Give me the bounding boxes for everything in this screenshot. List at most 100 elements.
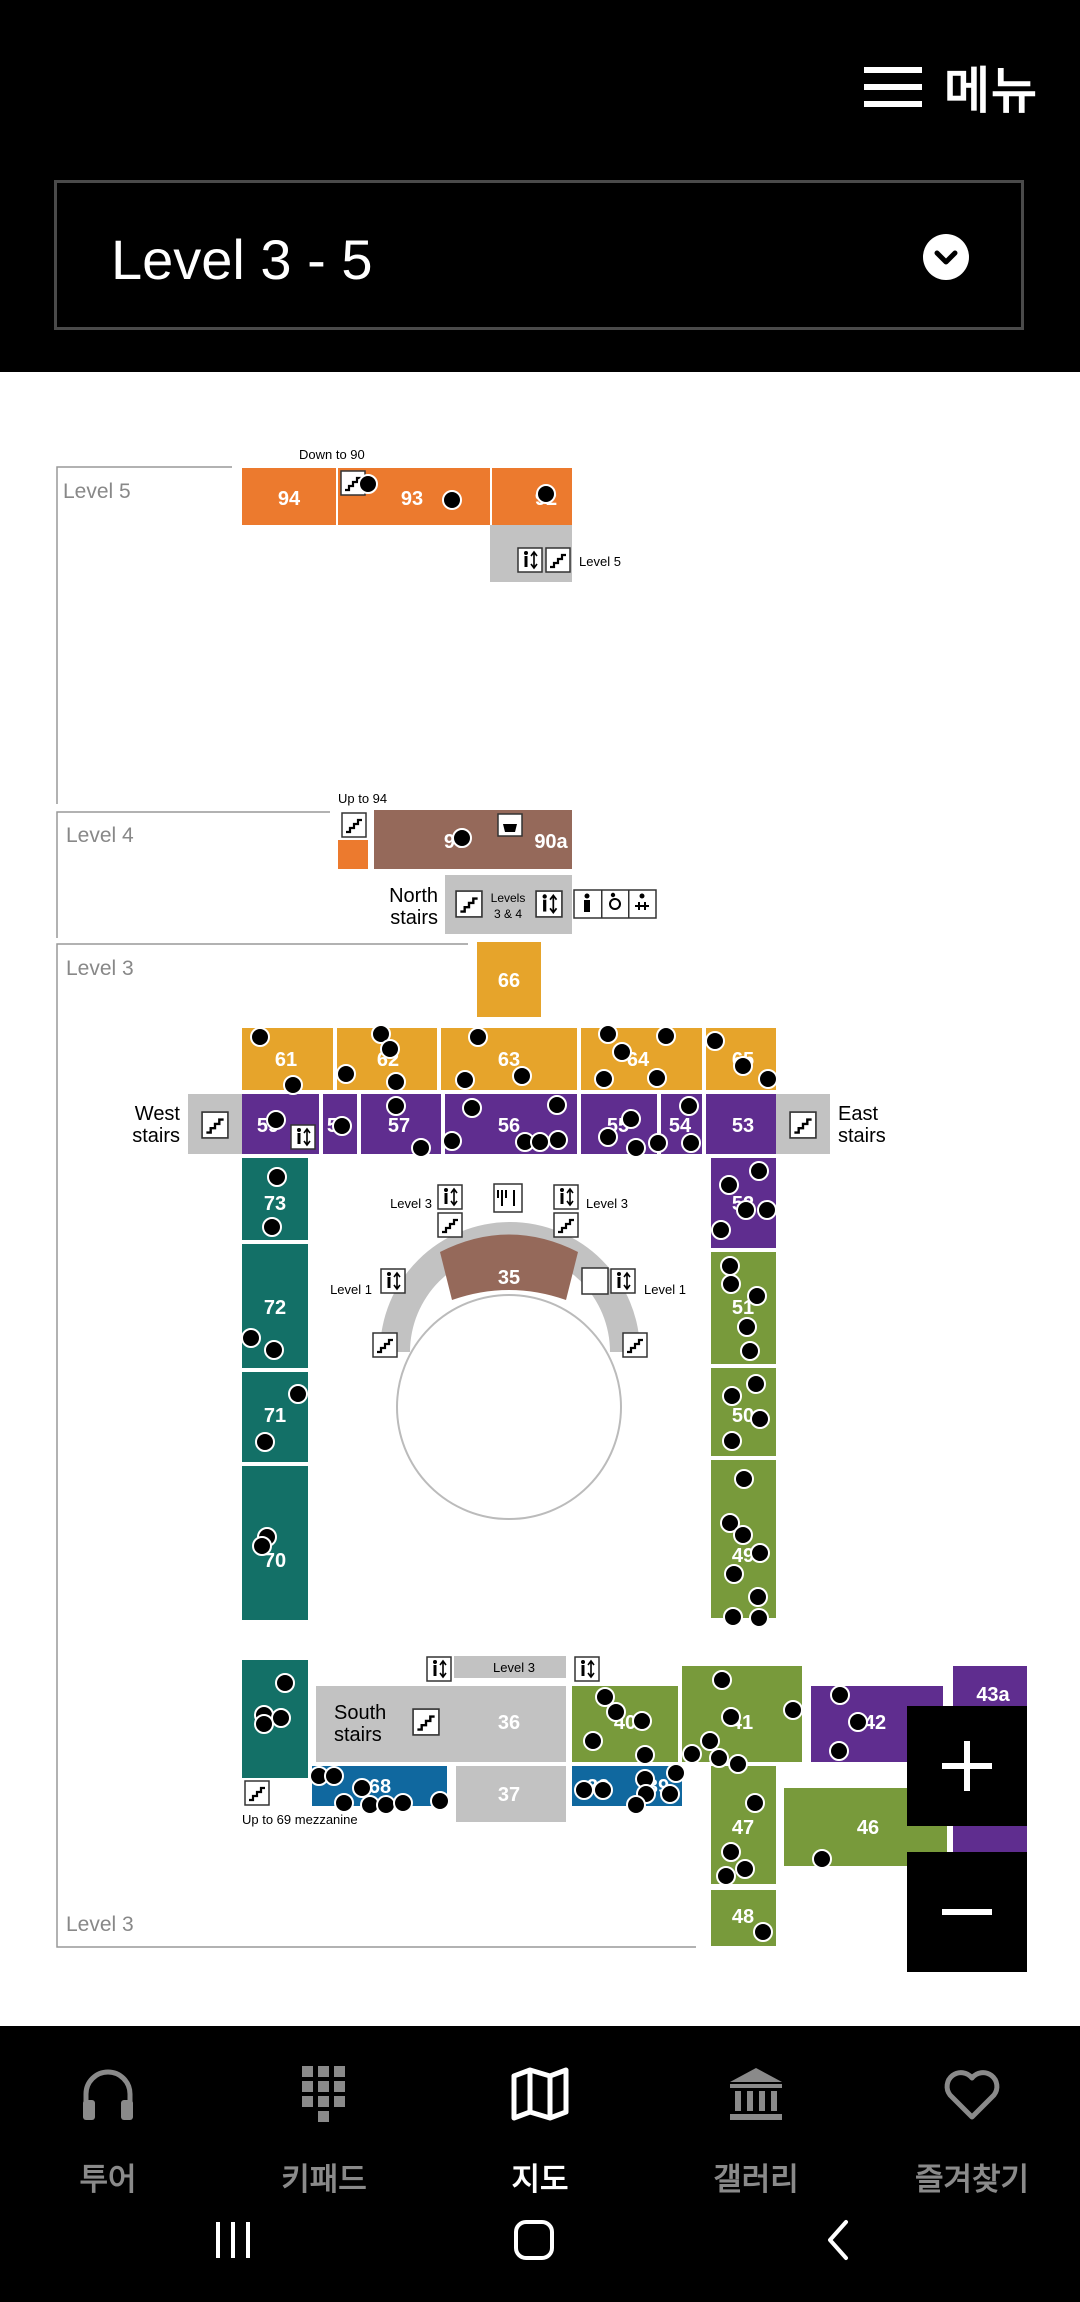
lift-icon	[574, 1656, 600, 1682]
top-header: 메뉴 Level 3 - 5	[0, 0, 1080, 372]
west-stairs-label-1: West	[135, 1103, 181, 1125]
stairs-icon	[412, 1708, 440, 1736]
nav-favorites-label: 즐겨찾기	[914, 2162, 1030, 2197]
nav-tour[interactable]: 투어	[8, 2050, 208, 2200]
headphones-icon	[83, 2069, 133, 2120]
room-56: 56	[498, 1115, 520, 1137]
back-icon[interactable]	[810, 2210, 870, 2270]
room-50: 50	[732, 1405, 754, 1427]
room-57: 57	[388, 1115, 410, 1137]
lift-icon	[380, 1268, 406, 1294]
room-90[interactable]	[374, 810, 572, 869]
south-stairs-label-2: stairs	[334, 1724, 382, 1746]
minus-icon	[942, 1909, 992, 1915]
room-37[interactable]	[456, 1766, 566, 1822]
accessible-icon	[581, 1267, 609, 1295]
zoom-in-button[interactable]	[907, 1706, 1027, 1826]
level5-lift-label: Level 5	[579, 554, 621, 569]
room-48-label: 48	[732, 1906, 754, 1928]
plus-icon	[942, 1741, 992, 1791]
down-to-90-label: Down to 90	[299, 447, 365, 462]
south-stairs-label-1: South	[334, 1702, 386, 1724]
nav-map-label: 지도	[511, 2162, 569, 2197]
level3-outline	[56, 943, 696, 1948]
menu-button[interactable]: 메뉴	[864, 52, 1038, 122]
map-icon	[511, 2067, 569, 2121]
level5-outline	[56, 466, 232, 804]
nav-gallery[interactable]: 갤러리	[656, 2050, 856, 2200]
lift-icon	[437, 1184, 463, 1210]
stairs-icon	[437, 1212, 463, 1238]
room-66-label: 66	[498, 970, 520, 992]
chevron-down-icon[interactable]	[923, 234, 969, 280]
room-63: 63	[498, 1049, 520, 1071]
room-49: 49	[732, 1545, 754, 1567]
level3-bottom-label: Level 3	[66, 1913, 134, 1936]
room-42-label: 42	[864, 1712, 886, 1734]
heart-icon	[944, 2070, 1000, 2120]
level3-label: Level 3	[66, 957, 134, 980]
rotunda-circle	[396, 1294, 622, 1520]
level1-right-label: Level 1	[644, 1282, 686, 1297]
east-stairs-label-1: East	[838, 1103, 878, 1125]
toilet-icon	[584, 893, 590, 899]
room-93: 93	[401, 488, 423, 510]
room-54: 54	[669, 1115, 692, 1137]
hamburger-icon	[864, 67, 922, 107]
room-35[interactable]	[440, 1234, 578, 1301]
level5-label: Level 5	[63, 480, 131, 503]
room-35-label: 35	[498, 1267, 520, 1289]
room-64: 64	[627, 1049, 650, 1071]
floor-map[interactable]: Level 5 Level 4 Level 3 Level 3 Down to …	[0, 372, 1080, 2026]
keypad-icon	[302, 2066, 345, 2122]
east-stairs-label-2: stairs	[838, 1125, 886, 1147]
room-37-label: 37	[498, 1784, 520, 1806]
room-36[interactable]	[456, 1686, 566, 1762]
room-47-label: 47	[732, 1817, 754, 1839]
nav-keypad[interactable]: 키패드	[224, 2050, 424, 2200]
level4-outline	[56, 811, 330, 938]
north-stairs-label-2: stairs	[390, 907, 438, 929]
home-icon[interactable]	[504, 2210, 564, 2270]
levels-3-4-label-2: 3 & 4	[494, 907, 522, 921]
location-markers[interactable]	[241, 474, 868, 1942]
north-stairs-label-1: North	[389, 885, 438, 907]
menu-label: 메뉴	[944, 63, 1038, 119]
lift-icon	[517, 547, 543, 573]
stairs-icon	[201, 1111, 229, 1139]
nav-favorites[interactable]: 즐겨찾기	[872, 2050, 1072, 2200]
room-53: 53	[732, 1115, 754, 1137]
room-66[interactable]	[477, 942, 541, 1017]
up-to-94-label: Up to 94	[338, 791, 387, 806]
west-stairs-label-2: stairs	[132, 1125, 180, 1147]
room-94: 94	[278, 488, 301, 510]
rooms-61-65-row[interactable]	[242, 1028, 776, 1090]
level1-left-label: Level 1	[330, 1282, 372, 1297]
room-90a-label: 90a	[534, 831, 568, 853]
accessible-icon	[609, 898, 621, 910]
level-selector-value: Level 3 - 5	[111, 228, 373, 291]
nav-tour-label: 투어	[79, 2162, 137, 2197]
zoom-out-button[interactable]	[907, 1852, 1027, 1972]
nav-map[interactable]: 지도	[440, 2050, 640, 2200]
gallery-icon	[730, 2068, 782, 2120]
level3-right-label: Level 3	[586, 1196, 628, 1211]
recent-apps-icon[interactable]	[203, 2210, 263, 2270]
room-71: 71	[264, 1405, 286, 1427]
stairs-icon	[455, 890, 483, 918]
room-94-93-92[interactable]	[242, 468, 572, 525]
room-51: 51	[732, 1297, 754, 1319]
stairs-icon	[244, 1780, 270, 1806]
lift-icon	[610, 1268, 636, 1294]
stairs-icon	[341, 812, 367, 838]
level-selector[interactable]: Level 3 - 5	[54, 180, 1024, 330]
lift-icon	[426, 1656, 452, 1682]
stairs-icon	[789, 1111, 817, 1139]
lift-icon	[553, 1184, 579, 1210]
room-61: 61	[275, 1049, 297, 1071]
south-corridor	[454, 1656, 566, 1678]
levels-3-4-label-1: Levels	[491, 891, 526, 905]
stairs-icon	[622, 1332, 648, 1358]
nav-gallery-label: 갤러리	[713, 2162, 799, 2197]
lift-icon	[290, 1124, 316, 1150]
